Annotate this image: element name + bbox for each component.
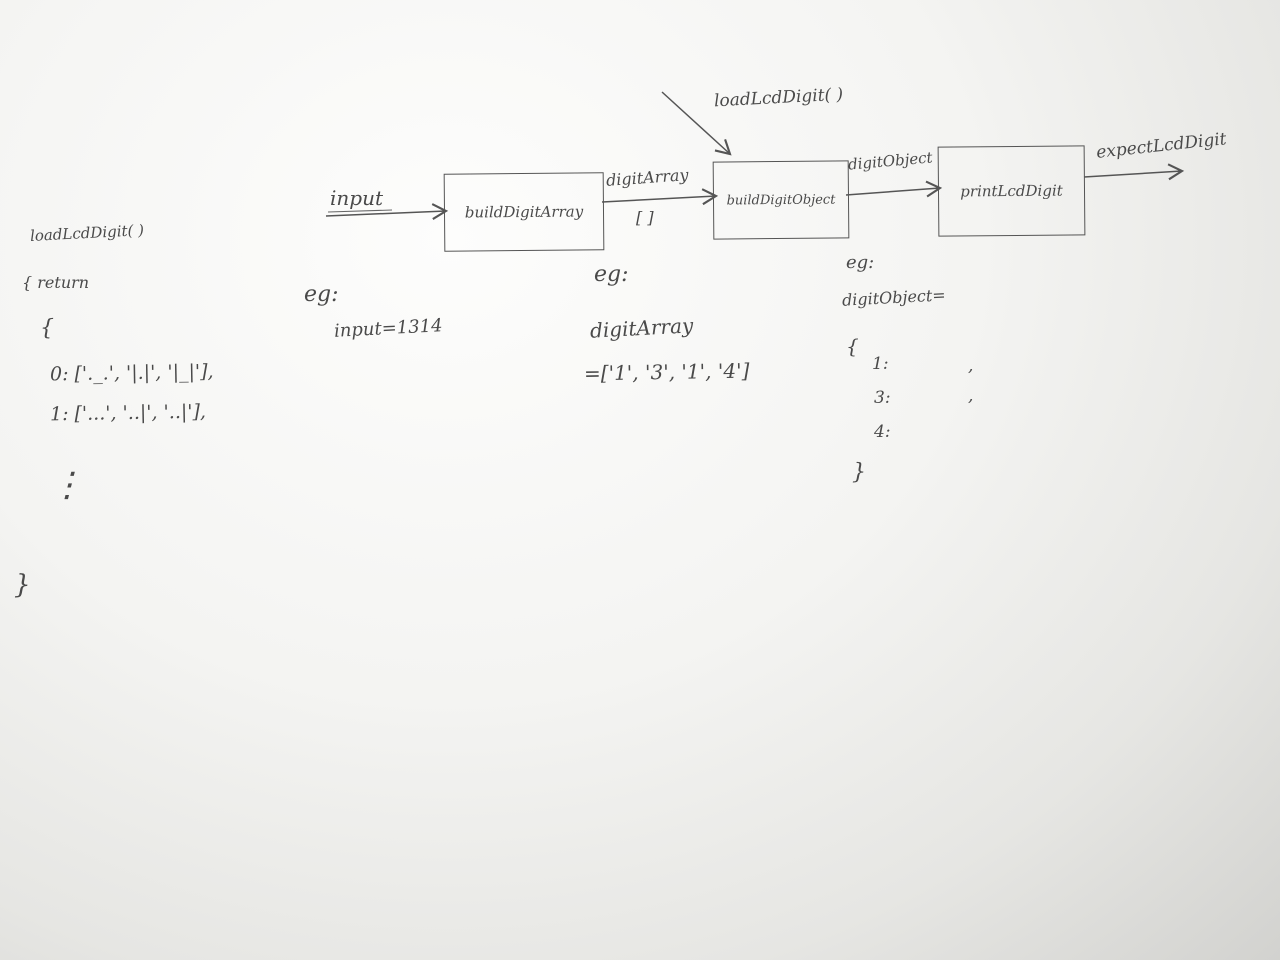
example-3-sep-1: , xyxy=(968,356,974,376)
example-2-name: digitArray xyxy=(589,313,694,343)
build-digit-object-box: buildDigitObject xyxy=(712,160,850,240)
loader-brace-close: } xyxy=(14,570,31,600)
print-lcd-digit-box: printLcdDigit xyxy=(937,145,1086,237)
example-3-eg: eg: xyxy=(846,252,875,273)
example-3-key-1: 1: xyxy=(872,354,889,374)
example-3-brace-open: { xyxy=(846,334,859,358)
loader-row-0: 0: ['._.', '|.|', '|_|'], xyxy=(49,360,214,386)
build-digit-array-label: buildDigitArray xyxy=(464,202,584,222)
build-digit-object-label: buildDigitObject xyxy=(726,192,836,208)
example-3-sep-2: , xyxy=(968,386,974,406)
example-2-eg: eg: xyxy=(594,262,629,287)
output-arrow xyxy=(1083,163,1185,181)
loader-ellipsis: ⋮ xyxy=(50,465,84,505)
loader-row-1: 1: ['...', '..|', '..|'], xyxy=(49,400,207,426)
example-2-value: =['1', '3', '1', '4'] xyxy=(583,358,750,386)
digit-object-arrow xyxy=(845,180,943,198)
input-underline xyxy=(327,209,393,213)
example-3-brace-close: } xyxy=(852,460,866,485)
example-1-eg: eg: xyxy=(304,282,339,307)
build-digit-array-box: buildDigitArray xyxy=(443,172,605,252)
loader-return: { return xyxy=(22,273,90,292)
example-3-key-3: 4: xyxy=(874,422,891,442)
loader-brace-open: { xyxy=(40,316,54,341)
digit-array-arrow xyxy=(601,188,719,206)
example-3-key-2: 3: xyxy=(874,388,891,408)
input-label: input xyxy=(330,186,383,210)
loader-arrow xyxy=(661,91,732,156)
input-arrow xyxy=(325,203,449,220)
print-lcd-digit-label: printLcdDigit xyxy=(960,181,1063,201)
digit-array-edge-sub: [ ] xyxy=(636,208,654,227)
